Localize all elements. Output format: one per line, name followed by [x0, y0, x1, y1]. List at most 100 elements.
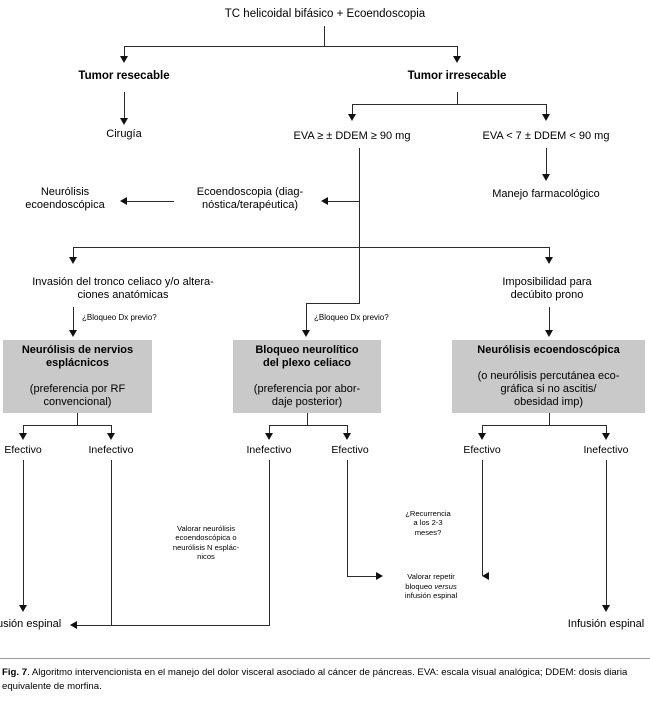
arrow-bottom-left-infusion [70, 621, 77, 629]
node-root: TC helicoidal bifásico + Ecoendoscopia [224, 8, 426, 20]
connector-eusbox-out-left [482, 425, 483, 435]
caption-divider [0, 658, 650, 659]
label-col2-effective: Efectivo [331, 444, 369, 456]
node-manejo-farmacologico: Manejo farmacológico [492, 188, 600, 200]
box-bloqueo-neurolitico-plexo-celiaco[interactable]: Bloqueo neurolítico del plexo celiaco (p… [233, 340, 381, 413]
figure-caption-text: . Algoritmo intervencionista en el manej… [2, 667, 628, 692]
connector-eva-high-spine [359, 148, 360, 303]
arrow-to-spinal-infusion-left [19, 605, 27, 612]
node-ecoendoscopia-diag: Ecoendoscopia (diag- nóstica/terapéutica… [196, 186, 304, 211]
label-bloqueo-dx-previo-1: ¿Bloqueo Dx previo? [82, 313, 157, 322]
label-col2-ineffective: Inefectivo [246, 444, 292, 456]
valorar-repetir-post: infusión espinal [404, 591, 458, 601]
connector-root-stem [324, 26, 325, 46]
node-tumor-resecable: Tumor resecable [78, 70, 170, 82]
box-neurolisis-ecoendoscopica[interactable]: Neurólisis ecoendoscópica (o neurólisis … [452, 340, 645, 413]
arrow-to-resectable [120, 56, 128, 63]
label-col1-effective: Efectivo [4, 444, 42, 456]
box-celiac-plexus-title: Bloqueo neurolítico del plexo celiaco [255, 343, 359, 369]
node-infusion-espinal-right: Infusión espinal [567, 618, 645, 630]
connector-eva-low-drop [546, 104, 547, 116]
node-neurolisis-ecoendoscopica: Neurólisis ecoendoscópica [25, 186, 105, 211]
connector-irresectable-split [352, 104, 546, 105]
box-neurolisis-nervios-esplacnicos[interactable]: Neurólisis de nervios esplácnicos (prefe… [3, 340, 152, 413]
connector-col2-effective-elbow [347, 576, 378, 577]
arrow-to-celiac-invasion [69, 257, 77, 264]
node-cirugia: Cirugía [106, 128, 142, 140]
node-infusion-espinal-left: Infusión espinal [0, 618, 62, 630]
arrow-to-surgery [120, 118, 128, 125]
connector-spine-to-eus [325, 201, 360, 202]
arrow-to-irresectable [453, 56, 461, 63]
connector-middle-elbow-h [306, 303, 360, 304]
arrow-col1-ineffective [107, 433, 115, 440]
text-recurrencia-question: ¿Recurrencia a los 2-3 meses? [405, 509, 451, 537]
arrow-to-valorar-repetir [376, 572, 383, 580]
connector-splanchnic-out-stem [77, 413, 78, 425]
box-splanchnic-subtitle: (preferencia por RF convencional) [29, 383, 126, 409]
figure-label: Fig. 7 [2, 667, 28, 678]
arrow-col3-effective [478, 433, 486, 440]
connector-eus-to-neurolysis [126, 201, 174, 202]
connector-col2-ineffective-down [269, 460, 270, 625]
connector-splanchnic-out-split [23, 425, 111, 426]
connector-splanchnic-out-right [111, 425, 112, 435]
connector-bottom-to-left-infusion [76, 625, 270, 626]
connector-to-eus-neurolysis-box [549, 307, 550, 333]
box-splanchnic-title: Neurólisis de nervios esplácnicos [21, 343, 134, 369]
label-col3-ineffective: Inefectivo [583, 444, 629, 456]
arrow-col3-ineffective [602, 433, 610, 440]
figure-caption: Fig. 7. Algoritmo intervencionista en el… [2, 666, 648, 693]
label-col3-effective: Efectivo [463, 444, 501, 456]
connector-root-split [124, 46, 458, 47]
connector-to-splanchnic-box [73, 307, 74, 333]
connector-eusbox-out-split [482, 425, 606, 426]
connector-middle-elbow-v [306, 303, 307, 333]
arrow-from-col3-to-valorar-repetir [482, 572, 489, 580]
connector-root-left-drop [124, 46, 125, 58]
arrow-to-eus-neurolysis [120, 197, 127, 205]
node-eva-low: EVA < 7 ± DDEM < 90 mg [482, 130, 610, 142]
connector-celiac-out-right [347, 425, 348, 435]
valorar-repetir-pre: Valorar repetir bloqueo [405, 572, 455, 591]
connector-col3-effective-down [482, 460, 483, 576]
text-valorar-repetir-bloqueo: Valorar repetir bloqueo versus infusión … [382, 563, 480, 601]
connector-celiac-out-stem [307, 413, 308, 425]
label-bloqueo-dx-previo-2: ¿Bloqueo Dx previo? [314, 313, 389, 322]
node-invasion-tronco-celiaco: Invasión del tronco celiaco y/o altera- … [32, 276, 214, 301]
connector-bus-wide [73, 247, 550, 248]
connector-root-right-drop [457, 46, 458, 58]
box-eus-neurolysis-subtitle: (o neurólisis percutánea eco- gráfica si… [477, 369, 620, 409]
box-eus-neurolysis-title: Neurólisis ecoendoscópica [477, 343, 620, 356]
node-eva-high: EVA ≥ ± DDEM ≥ 90 mg [293, 130, 411, 142]
arrow-col2-effective [343, 433, 351, 440]
connector-bus-left-drop [73, 247, 74, 259]
arrow-to-prone-impossible [545, 257, 553, 264]
arrow-to-splanchnic-box [69, 330, 77, 337]
connector-col3-ineffective-down [606, 460, 607, 607]
node-tumor-irresecable: Tumor irresecable [407, 70, 507, 82]
arrow-col2-ineffective [265, 433, 273, 440]
box-celiac-plexus-subtitle: (preferencia por abor- daje posterior) [253, 383, 361, 409]
arrow-to-eva-high [348, 114, 356, 121]
connector-celiac-out-left [269, 425, 270, 435]
arrow-to-eva-low [542, 114, 550, 121]
arrow-to-spinal-infusion-right [602, 605, 610, 612]
text-valorar-neurolisis: Valorar neurólisis ecoendoscópica o neur… [172, 524, 240, 562]
connector-col2-effective-down [347, 460, 348, 576]
connector-left-infusion-down [23, 460, 24, 607]
connector-eusbox-out-stem [549, 413, 550, 425]
arrow-to-celiac-plexus-box [302, 330, 310, 337]
arrow-to-eus-neurolysis-box [545, 330, 553, 337]
connector-resectable-to-surgery [124, 92, 125, 120]
connector-celiac-out-split [269, 425, 347, 426]
connector-irresectable-stem [457, 92, 458, 104]
connector-eusbox-out-right [606, 425, 607, 435]
arrow-col1-effective [19, 433, 27, 440]
connector-splanchnic-out-left [23, 425, 24, 435]
arrow-to-pharmacologic [542, 174, 550, 181]
connector-eva-high-drop [352, 104, 353, 116]
connector-bus-right-drop [549, 247, 550, 259]
label-col1-ineffective: Inefectivo [88, 444, 134, 456]
